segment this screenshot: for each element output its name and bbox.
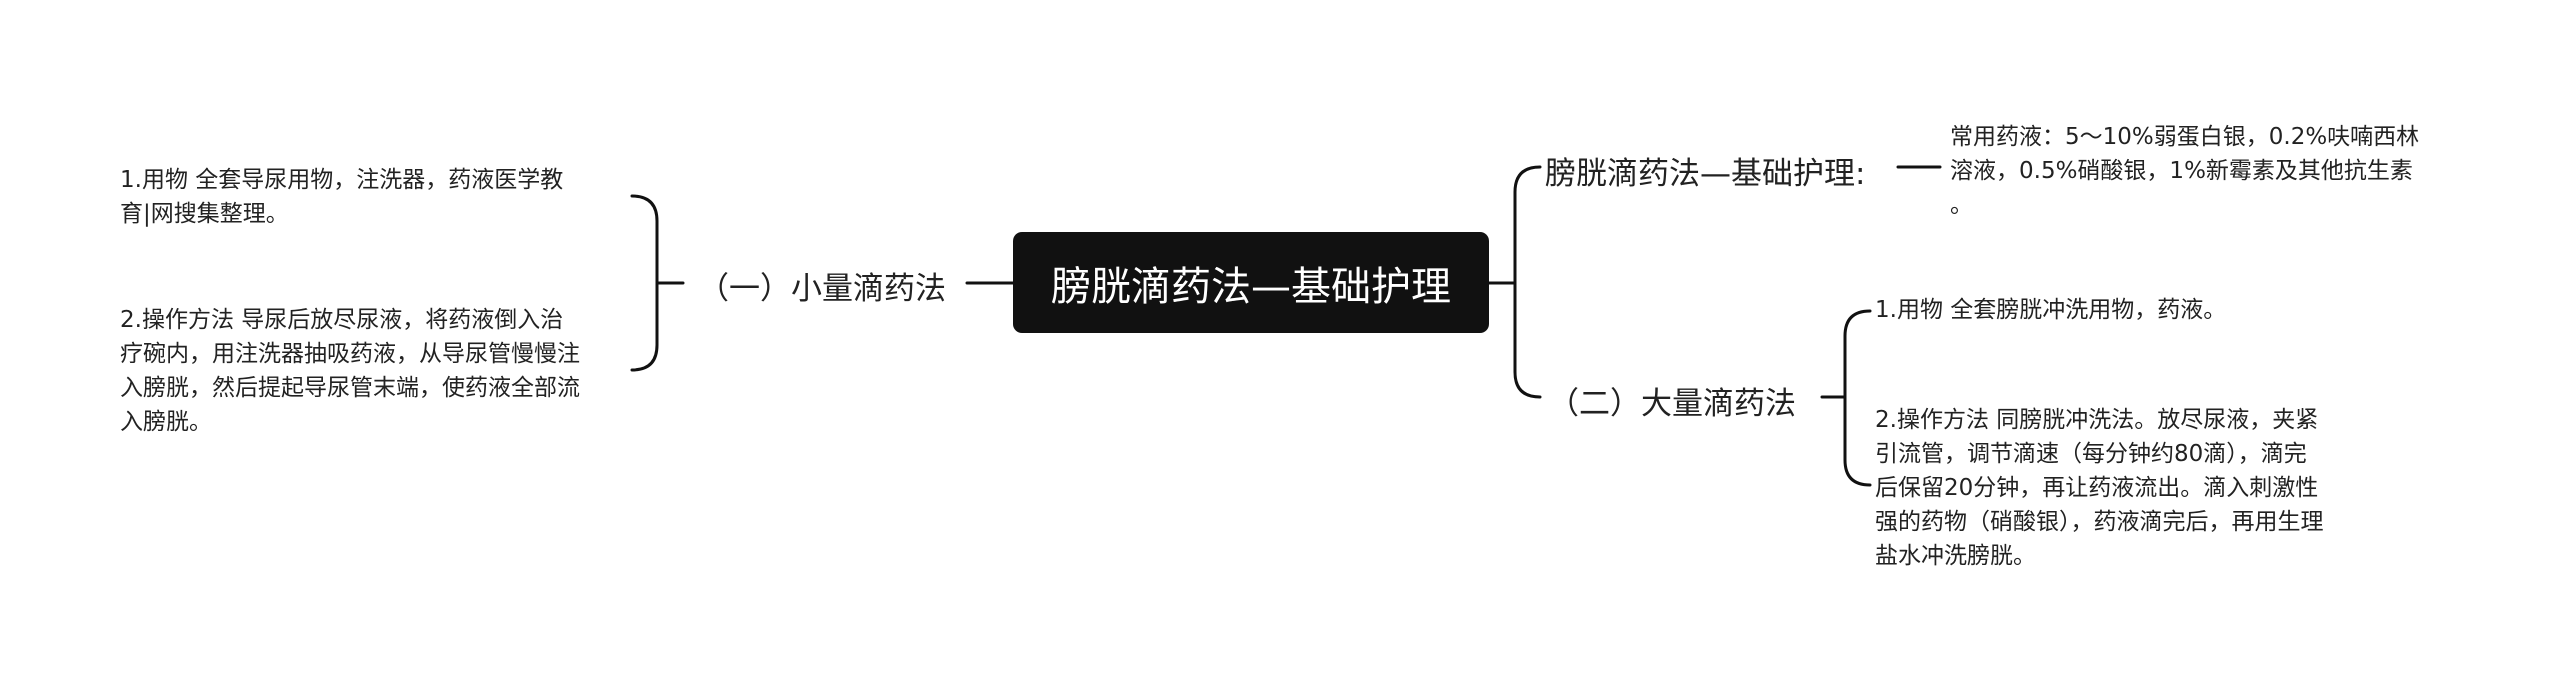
right-top-leaf-line: 常用药液：5～10%弱蛋白银，0.2%呋喃西林 <box>1950 124 2420 150</box>
root-label: 膀胱滴药法—基础护理 <box>1051 263 1451 310</box>
right-bottom-leaf-2-line: 强的药物（硝酸银），药液滴完后，再用生理 <box>1875 509 2324 535</box>
right-bottom-branch-label: （二）大量滴药法 <box>1548 386 1796 422</box>
left-leaf-2-line: 入膀胱。 <box>120 409 212 435</box>
right-bottom-leaf-2[interactable]: 2.操作方法 同膀胱冲洗法。放尽尿液，夹紧 引流管，调节滴速（每分钟约80滴），… <box>1875 403 2395 573</box>
right-bottom-leaf-2-line: 引流管，调节滴速（每分钟约80滴），滴完 <box>1875 441 2307 467</box>
connector-right-bracket <box>1513 165 1542 399</box>
right-top-leaf-line: 。 <box>1950 192 1973 218</box>
left-leaf-2-line: 疗碗内，用注洗器抽吸药液，从导尿管慢慢注 <box>120 341 580 367</box>
left-leaf-2-line: 入膀胱，然后提起导尿管末端，使药液全部流 <box>120 375 580 401</box>
left-leaf-1-line: 1.用物 全套导尿用物，注洗器，药液医学教 <box>120 167 564 193</box>
root-node[interactable]: 膀胱滴药法—基础护理 <box>1013 232 1489 333</box>
left-leaf-2-line: 2.操作方法 导尿后放尽尿液，将药液倒入治 <box>120 307 564 333</box>
left-leaf-1-line: 育|网搜集整理。 <box>120 201 289 227</box>
left-leaf-2[interactable]: 2.操作方法 导尿后放尽尿液，将药液倒入治 疗碗内，用注洗器抽吸药液，从导尿管慢… <box>120 303 625 439</box>
left-branch-node[interactable]: （一）小量滴药法 <box>698 263 946 308</box>
right-top-leaf[interactable]: 常用药液：5～10%弱蛋白银，0.2%呋喃西林 溶液，0.5%硝酸银，1%新霉素… <box>1950 120 2505 222</box>
connector-left-bracket <box>630 194 659 372</box>
right-bottom-leaf-2-line: 2.操作方法 同膀胱冲洗法。放尽尿液，夹紧 <box>1875 407 2319 433</box>
right-bottom-leaf-1-line: 1.用物 全套膀胱冲洗用物，药液。 <box>1875 297 2227 323</box>
right-bottom-branch-node[interactable]: （二）大量滴药法 <box>1548 378 1796 423</box>
right-top-leaf-line: 溶液，0.5%硝酸银，1%新霉素及其他抗生素 <box>1950 158 2413 184</box>
connector-right-bottom-bracket <box>1843 309 1872 487</box>
left-leaf-1[interactable]: 1.用物 全套导尿用物，注洗器，药液医学教 育|网搜集整理。 <box>120 163 625 231</box>
right-top-branch-label: 膀胱滴药法—基础护理: <box>1545 156 1866 192</box>
right-top-branch-node[interactable]: 膀胱滴药法—基础护理: <box>1545 148 1865 193</box>
left-branch-label: （一）小量滴药法 <box>698 271 946 307</box>
right-bottom-leaf-2-line: 盐水冲洗膀胱。 <box>1875 543 2036 569</box>
right-bottom-leaf-1[interactable]: 1.用物 全套膀胱冲洗用物，药液。 <box>1875 293 2395 327</box>
right-bottom-leaf-2-line: 后保留20分钟，再让药液流出。滴入刺激性 <box>1875 475 2319 501</box>
